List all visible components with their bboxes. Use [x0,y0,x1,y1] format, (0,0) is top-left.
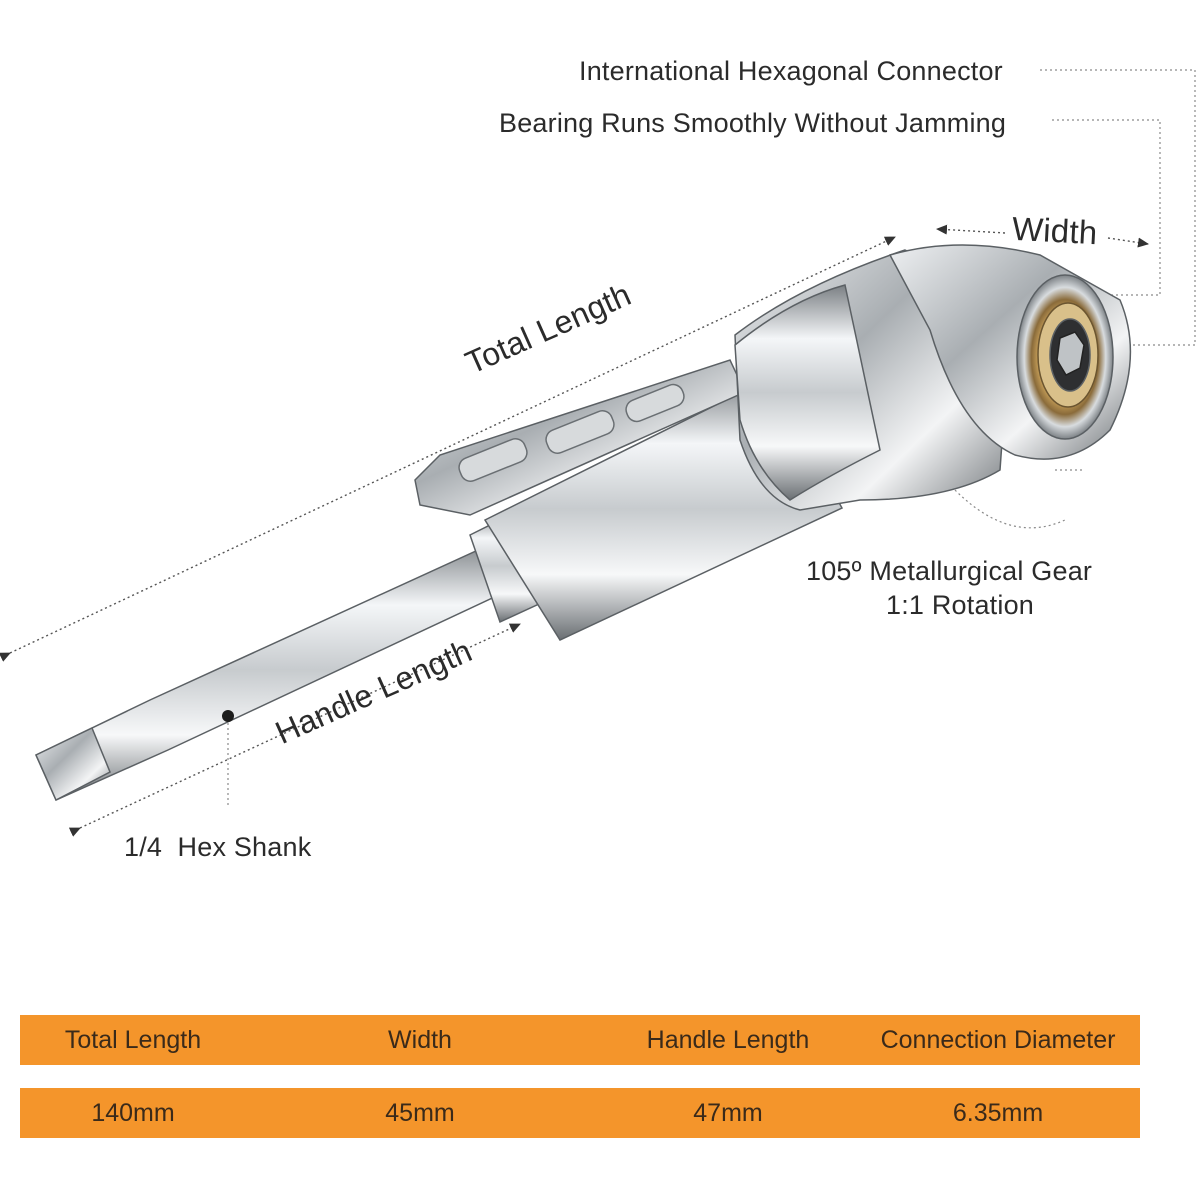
connector-label: International Hexagonal Connector [579,56,1003,86]
spec-value-cell: 45mm [385,1099,455,1127]
width-arrow-left-icon [936,224,1006,235]
hex-shank-label: 1/4 Hex Shank [124,832,312,862]
gear-label-line1: 105º Metallurgical Gear [806,556,1093,586]
spec-header-cell: Width [388,1026,452,1054]
spec-header-cell: Total Length [64,1026,202,1054]
bearing-leader [1052,119,1161,296]
tool-body [35,244,1132,802]
handle-length-arrow-icon [68,623,521,837]
dimension-arrows [0,224,1149,837]
lever-slots [458,383,685,482]
shank-ball-detent [222,710,234,722]
spec-value-cell: 140mm [91,1099,175,1127]
hex-socket-icon [1056,331,1085,376]
spec-table-header: Total Length Width Handle Length Connect… [20,1015,1140,1065]
housing-band [734,284,881,501]
gear-arc [954,489,1066,529]
spec-value-cell: 47mm [693,1099,763,1127]
width-label: Width [1011,209,1099,252]
width-arrow-right-icon [1107,237,1149,248]
product-illustration [0,69,1196,837]
bearing-label: Bearing Runs Smoothly Without Jamming [499,108,1007,138]
gear-label-line2: 1:1 Rotation [886,590,1034,620]
spec-header-cell: Connection Diameter [880,1026,1116,1054]
spec-table-values: 140mm 45mm 47mm 6.35mm [20,1088,1140,1138]
spec-value-cell: 6.35mm [952,1099,1044,1127]
spec-header-cell: Handle Length [646,1026,810,1054]
shank-tip [35,726,111,802]
